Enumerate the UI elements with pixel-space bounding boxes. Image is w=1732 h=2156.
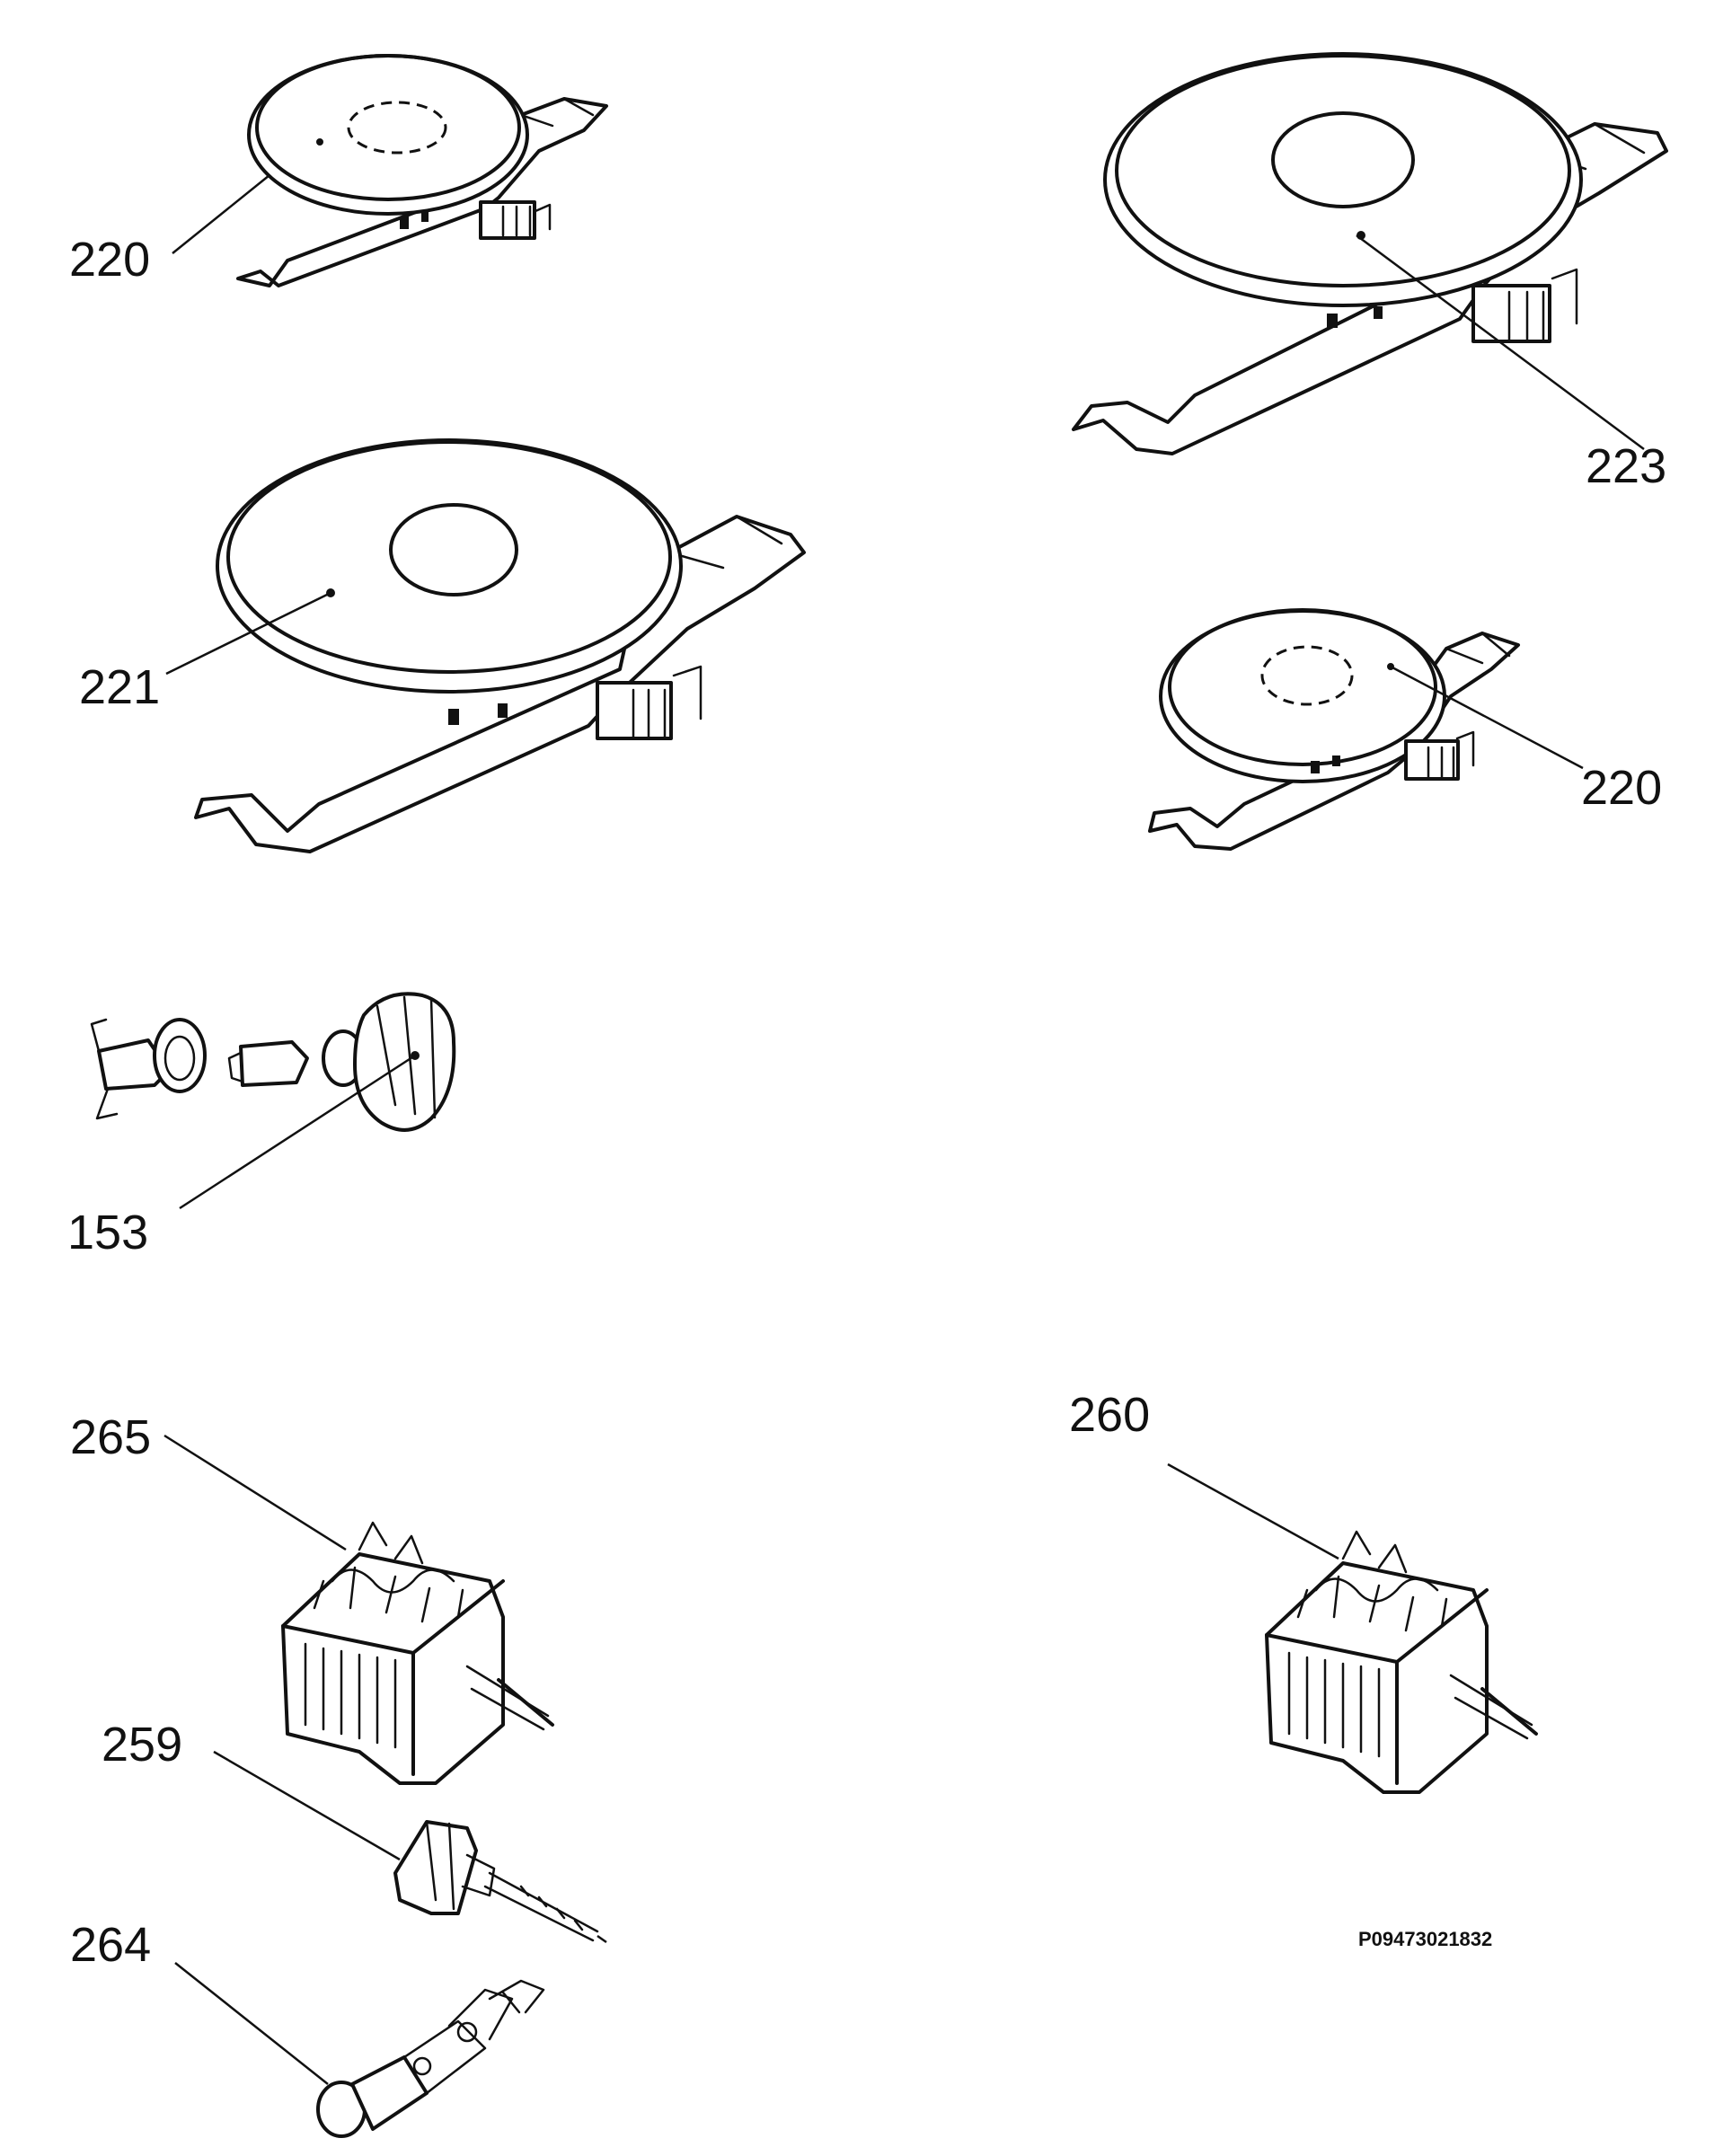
leader-259	[213, 1750, 401, 1861]
leader-264	[174, 1962, 329, 2085]
leader-265	[163, 1434, 347, 1551]
callout-223: 223	[1586, 439, 1667, 493]
hotplate-220-middle-right	[1148, 608, 1520, 851]
control-knob-153	[90, 992, 456, 1132]
callout-260: 260	[1069, 1388, 1151, 1442]
callout-220-right: 220	[1581, 761, 1663, 815]
selector-switch-260	[1265, 1530, 1538, 1794]
leader-220-right	[1390, 665, 1584, 770]
leader-260	[1167, 1462, 1339, 1560]
leader-221	[165, 591, 331, 676]
hotplate-223-top-right	[1072, 52, 1668, 455]
callout-265: 265	[70, 1410, 152, 1464]
callout-221: 221	[79, 660, 161, 714]
callout-220-top: 220	[69, 233, 151, 287]
callout-264: 264	[70, 1918, 152, 1972]
leader-223	[1356, 234, 1645, 451]
drawing-code: P09473021832	[1358, 1928, 1493, 1950]
component-264	[316, 1979, 545, 2138]
selector-switch-265	[281, 1521, 554, 1785]
hotplate-221-middle-left	[194, 438, 806, 853]
leader-220-top	[172, 174, 270, 254]
leader-153	[179, 1054, 416, 1210]
hotplate-220-top-left	[236, 54, 608, 287]
leader-lines	[163, 174, 1645, 2085]
callout-153: 153	[67, 1206, 149, 1259]
callout-259: 259	[102, 1718, 183, 1772]
component-259	[393, 1820, 607, 1944]
